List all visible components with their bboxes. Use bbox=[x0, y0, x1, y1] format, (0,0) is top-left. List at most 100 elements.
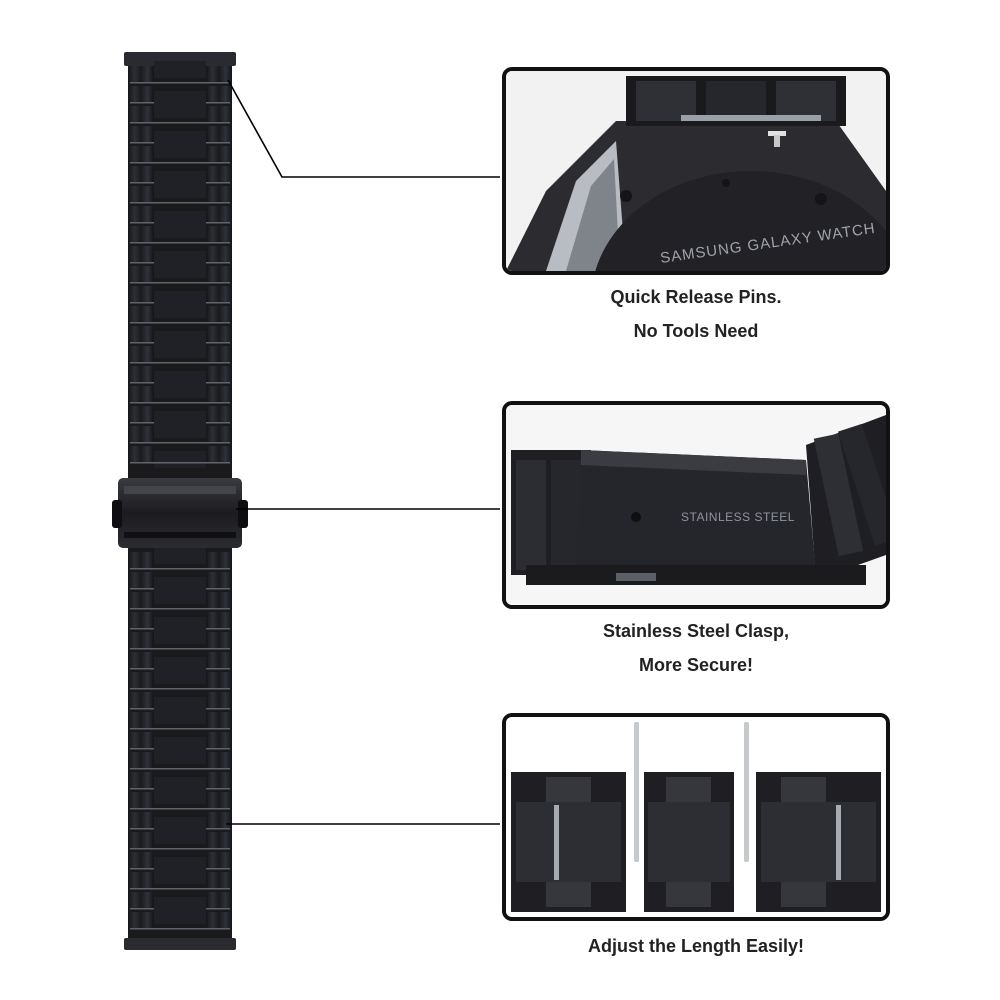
engraving-text: STAINLESS STEEL bbox=[681, 510, 795, 524]
leader-lines bbox=[226, 79, 500, 825]
band-link-outer bbox=[128, 406, 154, 423]
band-link-outer bbox=[128, 772, 154, 789]
band-link-outer bbox=[128, 552, 154, 569]
band-link-outer bbox=[128, 792, 154, 809]
caption-pins: Quick Release Pins. No Tools Need bbox=[502, 280, 890, 348]
band-link-outer bbox=[128, 572, 154, 589]
band-link-outer bbox=[128, 86, 154, 103]
band-link-highlight bbox=[130, 282, 230, 284]
band-link-outer bbox=[206, 852, 232, 869]
band-link-highlight bbox=[130, 82, 230, 84]
band-link-outer bbox=[128, 446, 154, 463]
clasp-button-left bbox=[112, 500, 122, 528]
band-link-outer bbox=[206, 186, 232, 203]
band-link-outer bbox=[206, 772, 232, 789]
band-link-highlight bbox=[130, 608, 230, 610]
band-link-center bbox=[154, 61, 206, 78]
band-link-outer bbox=[206, 366, 232, 383]
caption-line: More Secure! bbox=[638, 655, 754, 675]
band-link-center bbox=[154, 587, 206, 604]
link-segment-2 bbox=[644, 772, 734, 912]
band-link-outer bbox=[206, 812, 232, 829]
band-link-outer bbox=[206, 426, 232, 443]
band-link-outer bbox=[206, 226, 232, 243]
band-link-center bbox=[154, 381, 206, 398]
band-link-outer bbox=[206, 632, 232, 649]
band-link-outer bbox=[128, 426, 154, 443]
band-link-highlight bbox=[130, 322, 230, 324]
band-link-outer bbox=[128, 306, 154, 323]
band-link-outer bbox=[206, 446, 232, 463]
band-link-center bbox=[154, 627, 206, 644]
band-link-outer bbox=[128, 346, 154, 363]
band-link-highlight bbox=[130, 888, 230, 890]
band-link-outer bbox=[206, 692, 232, 709]
band-link-outer bbox=[206, 66, 232, 83]
band-link-outer bbox=[128, 672, 154, 689]
band-link-highlight bbox=[130, 162, 230, 164]
band-link-outer bbox=[206, 612, 232, 629]
caption-line: Stainless Steel Clasp, bbox=[602, 621, 790, 641]
band-link-outer bbox=[128, 652, 154, 669]
band-link-outer bbox=[128, 812, 154, 829]
links-closeup-image bbox=[506, 717, 886, 917]
detail-panel-length bbox=[502, 713, 890, 921]
band-link-center bbox=[154, 141, 206, 158]
band-link-outer bbox=[128, 752, 154, 769]
band-link-outer bbox=[128, 206, 154, 223]
band-link-outer bbox=[128, 366, 154, 383]
band-link-highlight bbox=[130, 122, 230, 124]
band-link-highlight bbox=[130, 768, 230, 770]
band-links bbox=[128, 61, 232, 930]
band-link-outer bbox=[206, 892, 232, 909]
band-link-outer bbox=[206, 406, 232, 423]
link-pin-1 bbox=[634, 722, 639, 862]
band-link-highlight bbox=[130, 848, 230, 850]
band-link-center bbox=[154, 341, 206, 358]
band-link-outer bbox=[206, 592, 232, 609]
watch-band bbox=[112, 52, 248, 950]
pins-closeup-image: SAMSUNG GALAXY WATCH bbox=[506, 71, 886, 271]
band-link-outer bbox=[128, 852, 154, 869]
band-link-highlight bbox=[130, 688, 230, 690]
band-link-highlight bbox=[130, 442, 230, 444]
band-link-highlight bbox=[130, 402, 230, 404]
band-link-outer bbox=[206, 832, 232, 849]
band-link-outer bbox=[206, 266, 232, 283]
band-link-outer bbox=[206, 126, 232, 143]
band-link-outer bbox=[206, 652, 232, 669]
band-link-outer bbox=[206, 326, 232, 343]
band-link-center bbox=[154, 547, 206, 564]
band-link-outer bbox=[128, 692, 154, 709]
band-link-center bbox=[154, 867, 206, 884]
link-segment-1 bbox=[511, 772, 626, 912]
band-link-outer bbox=[128, 246, 154, 263]
caption-line: Adjust the Length Easily! bbox=[587, 936, 805, 956]
band-link-outer bbox=[206, 206, 232, 223]
band-link-outer bbox=[206, 912, 232, 929]
band-link-outer bbox=[206, 286, 232, 303]
band-link-outer bbox=[128, 612, 154, 629]
detail-panel-clasp: STAINLESS STEEL bbox=[502, 401, 890, 609]
band-link-outer bbox=[206, 306, 232, 323]
band-link-outer bbox=[128, 912, 154, 929]
band-link-center bbox=[154, 101, 206, 118]
band-link-center bbox=[154, 747, 206, 764]
band-link-center bbox=[154, 707, 206, 724]
band-link-outer bbox=[128, 286, 154, 303]
band-link-outer bbox=[206, 572, 232, 589]
band-link-highlight bbox=[130, 648, 230, 650]
caption-line: No Tools Need bbox=[633, 321, 759, 341]
clasp-closeup-image: STAINLESS STEEL bbox=[506, 405, 886, 605]
band-link-outer bbox=[206, 672, 232, 689]
band-link-outer bbox=[128, 186, 154, 203]
band-link-highlight bbox=[130, 242, 230, 244]
band-link-outer bbox=[206, 872, 232, 889]
band-link-outer bbox=[206, 106, 232, 123]
band-link-outer bbox=[128, 66, 154, 83]
band-link-highlight bbox=[130, 362, 230, 364]
link-pin-2 bbox=[744, 722, 749, 862]
band-link-highlight bbox=[130, 568, 230, 570]
band-link-outer bbox=[206, 166, 232, 183]
band-link-highlight bbox=[130, 728, 230, 730]
